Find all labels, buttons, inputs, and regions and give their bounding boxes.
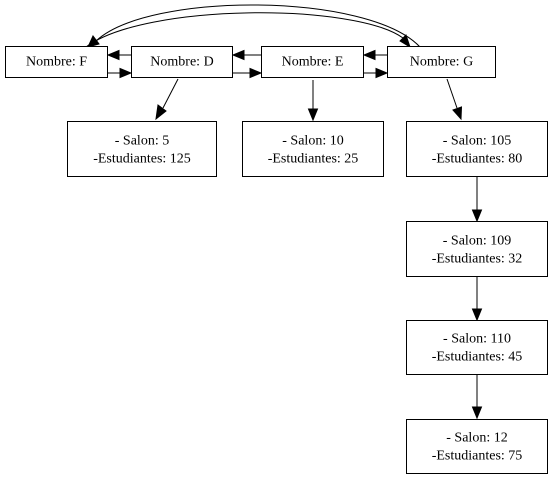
salon-node-d-5: - Salon: 5 -Estudiantes: 125 [67, 121, 217, 177]
nombre-list: Nombre: F Nombre: D Nombre: E Nombre: G [5, 46, 496, 78]
edge-salon-110-to-12 [471, 374, 483, 420]
edge-salon-105-to-109 [471, 177, 483, 223]
nombre-node-e: Nombre: E [261, 46, 364, 78]
salon-line: - Salon: 12 [446, 431, 507, 446]
salon-node-g-105: - Salon: 105 -Estudiantes: 80 [406, 121, 548, 177]
edge-e-to-g [364, 67, 389, 79]
nombre-node-f: Nombre: F [5, 46, 108, 78]
estudiantes-line: -Estudiantes: 32 [432, 252, 523, 267]
nombre-node-g: Nombre: G [387, 46, 496, 78]
estudiantes-line: -Estudiantes: 25 [268, 152, 359, 167]
estudiantes-line: -Estudiantes: 125 [93, 152, 191, 167]
nombre-node-label: Nombre: G [410, 55, 473, 70]
salon-nodes: - Salon: 5 -Estudiantes: 125 - Salon: 10… [67, 121, 548, 474]
salon-line: - Salon: 109 [443, 234, 511, 249]
estudiantes-line: -Estudiantes: 45 [432, 350, 523, 365]
salon-line: - Salon: 110 [443, 332, 511, 347]
nombre-node-label: Nombre: E [282, 55, 344, 70]
edge-d-to-f [106, 49, 131, 61]
edge-d-to-e [233, 67, 263, 79]
estudiantes-line: -Estudiantes: 75 [432, 449, 523, 464]
edge-salon-109-to-110 [471, 276, 483, 322]
edge-g-to-e [362, 49, 387, 61]
salon-line: - Salon: 105 [443, 134, 511, 149]
salon-line: - Salon: 10 [282, 134, 343, 149]
edge-e-to-salon-10 [307, 80, 319, 122]
nombre-node-d: Nombre: D [131, 46, 233, 78]
edge-f-to-d [108, 67, 133, 79]
nombre-node-label: Nombre: F [26, 55, 87, 70]
edge-e-to-d [231, 49, 261, 61]
edge-f-to-g [85, 12, 411, 49]
salon-node-e-10: - Salon: 10 -Estudiantes: 25 [242, 121, 384, 177]
edge-d-to-salon-5 [155, 78, 179, 121]
salon-node-g-110: - Salon: 110 -Estudiantes: 45 [406, 320, 548, 375]
salon-node-g-12: - Salon: 12 -Estudiantes: 75 [406, 419, 548, 474]
edge-g-to-salon-105 [446, 78, 463, 121]
salon-node-g-109: - Salon: 109 -Estudiantes: 32 [406, 221, 548, 277]
salon-line: - Salon: 5 [115, 134, 169, 149]
diagram-edges [85, 4, 483, 420]
estudiantes-line: -Estudiantes: 80 [432, 152, 523, 167]
nombre-node-label: Nombre: D [150, 55, 213, 70]
